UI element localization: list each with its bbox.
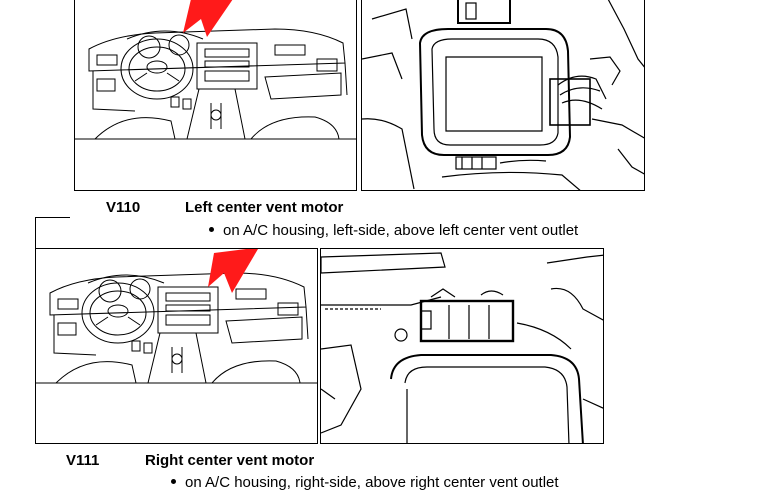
component-title: Right center vent motor	[145, 452, 315, 469]
red-arrow-icon	[183, 0, 233, 37]
component-title: Left center vent motor	[185, 199, 344, 216]
vent-motor-photo-left	[361, 0, 645, 191]
red-arrow-icon	[208, 249, 258, 293]
component-code: V111	[66, 452, 100, 469]
location-text: on A/C housing, right-side, above right …	[185, 474, 559, 491]
component-code: V110	[106, 199, 141, 216]
location-bullet: on A/C housing, right-side, above right …	[171, 474, 559, 491]
bullet-icon	[209, 226, 214, 232]
bullet-icon	[171, 478, 176, 484]
dashboard-diagram-right-vent	[35, 248, 318, 444]
vent-motor-photo-right	[320, 248, 604, 444]
location-bullet: on A/C housing, left-side, above left ce…	[209, 222, 578, 239]
location-text: on A/C housing, left-side, above left ce…	[223, 222, 579, 239]
dashboard-diagram-left-vent	[74, 0, 357, 191]
